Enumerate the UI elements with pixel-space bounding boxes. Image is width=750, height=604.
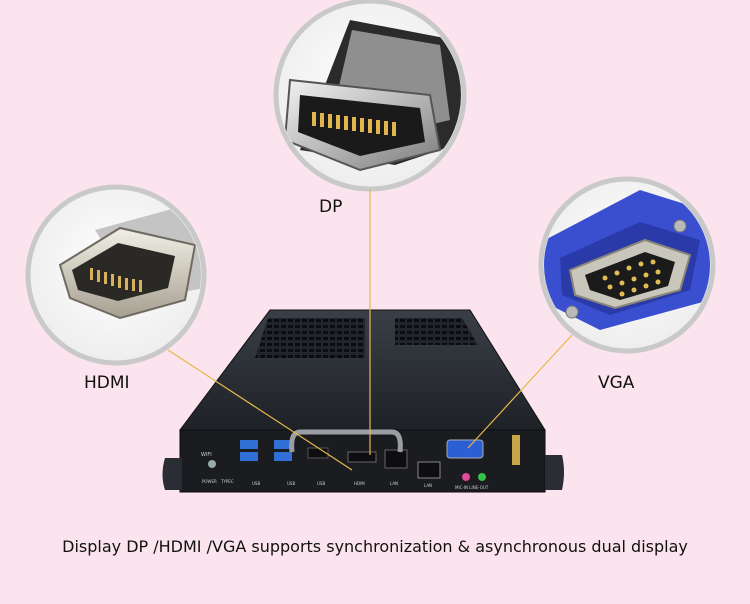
hdmi-leader-line: [167, 349, 353, 471]
front-panel: [208, 429, 520, 481]
panel-label-lan: LAN: [424, 483, 433, 488]
panel-label-typec: TYPEC: [221, 479, 234, 484]
power-button: [208, 460, 216, 468]
mic-in-jack: [462, 473, 470, 481]
dp-label: DP: [319, 197, 343, 217]
hdmi-label: HDMI: [84, 373, 130, 393]
caption: Display DP /HDMI /VGA supports synchroni…: [62, 537, 688, 556]
lan-port: [384, 449, 408, 469]
panel-label-lan: LAN: [390, 481, 399, 486]
usb-port: [240, 452, 258, 461]
hdmi-port: [347, 451, 377, 463]
leader-lines: [167, 189, 573, 471]
panel-label-usb: USB: [252, 481, 261, 486]
panel-label-wifi: WIFI: [201, 452, 212, 458]
lan-port: [417, 461, 441, 479]
vga-port: [446, 439, 484, 459]
panel-label-usb: USB: [317, 481, 326, 486]
line-out-jack: [478, 473, 486, 481]
vga-zoom-circle: [538, 176, 716, 354]
displayport-connector: [283, 20, 461, 172]
vga-leader-line: [467, 334, 573, 449]
wifi-antenna-connector: [512, 435, 520, 465]
dp-zoom-circle: [273, 0, 467, 192]
panel-label-audio: MIC-IN LINE-OUT: [455, 485, 489, 490]
panel-label-usb: USB: [287, 481, 296, 486]
vga-label: VGA: [598, 373, 635, 393]
hdmi-zoom-circle: [25, 184, 207, 366]
vga-connector: [544, 190, 710, 330]
usb-port: [274, 452, 292, 461]
usb-port: [240, 440, 258, 449]
panel-label-hdmi: HDMI: [354, 481, 365, 486]
panel-label-power: POWER: [202, 479, 217, 484]
mini-pc-chassis: [162, 309, 564, 493]
usb-port: [274, 440, 292, 449]
